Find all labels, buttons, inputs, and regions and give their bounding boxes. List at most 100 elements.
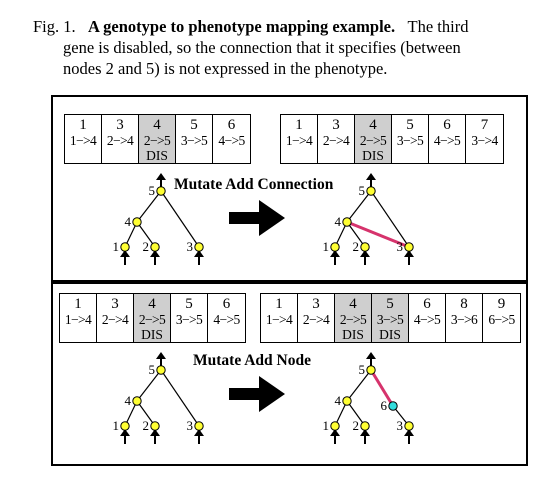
gene-innovation-number: 5 — [406, 117, 414, 133]
node-label: 3 — [397, 239, 404, 254]
caption-title: A genotype to phenotype mapping example. — [88, 17, 396, 36]
caption-line-2: gene is disabled, so the connection that… — [63, 38, 461, 57]
caption-line-3: nodes 2 and 5) is not expressed in the p… — [63, 59, 388, 78]
node-5 — [366, 365, 376, 375]
node-2 — [360, 242, 370, 252]
gene-innovation-number: 1 — [295, 117, 303, 133]
node-label: 4 — [335, 214, 342, 229]
node-1 — [330, 242, 340, 252]
gene-innovation-number: 6 — [222, 296, 231, 312]
gene-innovation-number: 8 — [460, 296, 468, 312]
gene-connection: 4−>5 — [213, 312, 240, 327]
input-arrow-icon — [150, 250, 160, 257]
input-arrow-icon — [150, 429, 160, 436]
output-arrow-icon — [366, 352, 376, 359]
gene-connection: 2−>5 — [143, 133, 171, 148]
node-2 — [150, 421, 160, 431]
node-label: 3 — [397, 418, 404, 433]
node-2 — [360, 421, 370, 431]
node-1 — [330, 421, 340, 431]
node-label: 2 — [353, 418, 360, 433]
edge-4-5 — [136, 190, 162, 223]
right-arrow-icon — [229, 200, 285, 236]
input-arrow-icon — [120, 250, 130, 257]
edge-3-5 — [370, 190, 410, 248]
edge-4-5 — [346, 369, 372, 402]
node-4 — [342, 396, 352, 406]
node-5 — [366, 186, 376, 196]
gene-connection: 2−>5 — [339, 312, 367, 327]
gene-innovation-number: 6 — [443, 117, 451, 133]
node-5 — [156, 186, 166, 196]
gene-innovation-number: 5 — [185, 296, 193, 312]
caption-line-1: Fig. 1. A genotype to phenotype mapping … — [33, 16, 543, 37]
node-label: 5 — [149, 362, 156, 377]
gene-connection: 3−>4 — [471, 133, 498, 148]
edge-4-5 — [136, 369, 162, 402]
gene-connection: 4−>5 — [218, 133, 245, 148]
node-3 — [404, 421, 414, 431]
input-arrow-icon — [120, 429, 130, 436]
gene-innovation-number: 1 — [74, 296, 82, 312]
gene-innovation-number: 4 — [349, 296, 357, 312]
gene-connection: 3−>5 — [396, 133, 424, 148]
node-label: 1 — [113, 418, 120, 433]
output-arrow-icon — [156, 352, 166, 359]
gene-innovation-number: 6 — [423, 296, 431, 312]
gene-innovation-number: 1 — [275, 296, 283, 312]
node-label: 1 — [323, 239, 330, 254]
node-4 — [132, 396, 142, 406]
node-label: 2 — [353, 239, 360, 254]
gene-disabled-flag: DIS — [342, 327, 364, 342]
gene-innovation-number: 9 — [497, 296, 506, 312]
input-arrow-icon — [330, 429, 340, 436]
gene-connection: 2−>4 — [302, 312, 330, 327]
gene-disabled-flag: DIS — [362, 148, 384, 163]
node-label: 5 — [359, 362, 366, 377]
edge-4-5 — [346, 190, 372, 223]
node-4 — [132, 217, 142, 227]
node-label: 3 — [187, 239, 194, 254]
input-arrow-icon — [404, 429, 414, 436]
gene-innovation-number: 5 — [386, 296, 394, 312]
gene-connection: 2−>5 — [359, 133, 387, 148]
gene-innovation-number: 4 — [148, 296, 156, 312]
gene-connection: 6−>5 — [488, 312, 515, 327]
node-label: 3 — [187, 418, 194, 433]
gene-connection: 3−>5 — [180, 133, 208, 148]
gene-connection: 1−>4 — [64, 312, 92, 327]
gene-connection: 1−>4 — [265, 312, 293, 327]
gene-innovation-number: 7 — [480, 117, 489, 133]
gene-connection: 3−>5 — [175, 312, 203, 327]
input-arrow-icon — [404, 250, 414, 257]
input-arrow-icon — [360, 250, 370, 257]
operation-label: Mutate Add Node — [193, 352, 311, 369]
node-label: 2 — [143, 418, 150, 433]
gene-connection: 3−>5 — [376, 312, 404, 327]
edge-2-4 — [136, 400, 156, 427]
caption-label: Fig. 1. — [33, 17, 76, 36]
gene-disabled-flag: DIS — [141, 327, 163, 342]
